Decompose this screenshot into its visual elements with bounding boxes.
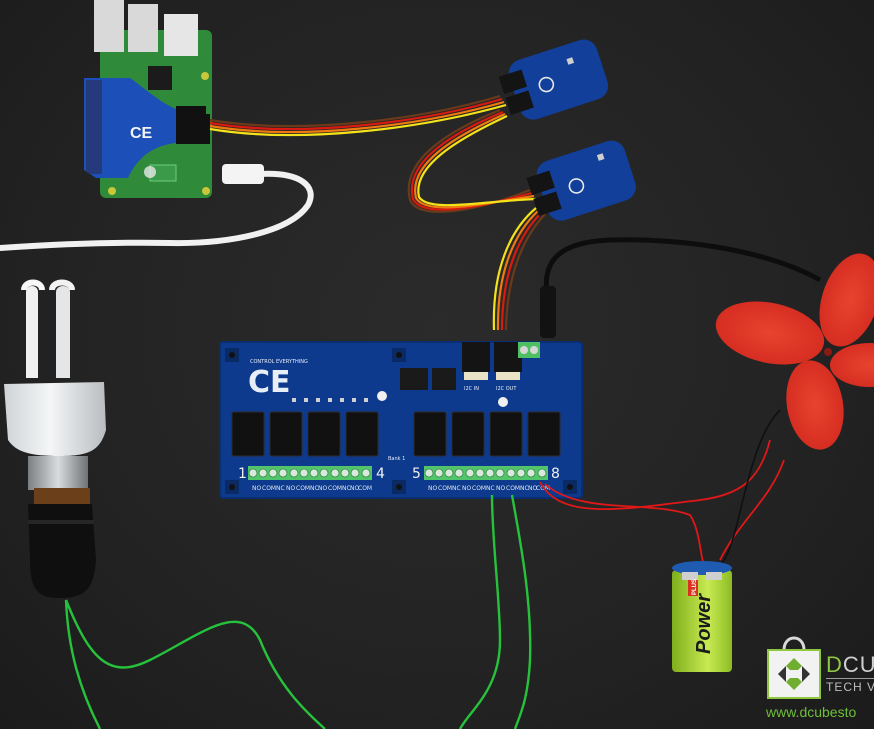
svg-text:NO: NO: [428, 485, 437, 492]
svg-text:COM: COM: [536, 485, 550, 492]
svg-text:NO: NO: [528, 485, 537, 492]
sensor-module-1: [498, 39, 609, 120]
raspberry-pi: CE: [84, 0, 212, 198]
svg-text:COM: COM: [438, 485, 452, 492]
bank-start-1: 1: [238, 466, 247, 482]
relay-board: CE CONTROL EVERYTHING I2C IN I2C OUT: [219, 341, 583, 499]
board-ce-logo: CE: [248, 365, 291, 400]
i2c-cable-sensor-to-sensor: [407, 108, 537, 213]
svg-text:NO: NO: [462, 485, 471, 492]
terminal-labels-left: NO COM NC NO COM NC NO COM NC NO COM: [252, 485, 372, 492]
usb-cable: [0, 164, 314, 251]
board-brand-text: CONTROL EVERYTHING: [250, 359, 308, 365]
bank-end-4: 4: [376, 466, 385, 482]
svg-text:NO: NO: [350, 485, 359, 492]
svg-text:NC: NC: [486, 485, 495, 492]
svg-text:NC: NC: [342, 485, 351, 492]
watermark: DCUBE TECH VE www.dcubesto: [764, 632, 874, 729]
svg-text:COM: COM: [358, 485, 372, 492]
svg-text:NO: NO: [496, 485, 505, 492]
shopping-bag-logo-icon: [767, 636, 821, 699]
sensor-module-2: [526, 140, 636, 221]
svg-text:COM: COM: [262, 485, 276, 492]
svg-text:COM: COM: [296, 485, 310, 492]
red-wires: [539, 439, 785, 566]
svg-text:NC: NC: [452, 485, 461, 492]
i2c-cable-pi-to-sensor: [209, 94, 507, 137]
bank-label: Bank 1: [388, 456, 405, 462]
cfl-bulb: [4, 279, 106, 598]
svg-text:NO: NO: [252, 485, 261, 492]
dc-power-cable: [540, 237, 822, 338]
svg-text:NC: NC: [276, 485, 285, 492]
svg-text:NC: NC: [310, 485, 319, 492]
i2c-out-label: I2C OUT: [496, 386, 517, 392]
bank-start-5: 5: [412, 466, 421, 482]
battery-brand: Power: [693, 593, 715, 654]
paper-fan: [715, 253, 874, 450]
black-wire: [719, 409, 781, 566]
svg-text:COM: COM: [506, 485, 520, 492]
watermark-tagline: TECH VE: [826, 678, 874, 694]
svg-text:NO: NO: [286, 485, 295, 492]
svg-text:NO: NO: [318, 485, 327, 492]
watermark-brand: DCUBE: [826, 652, 874, 677]
adapter-ce-logo: CE: [130, 125, 153, 142]
terminal-labels-right: NO COM NC NO COM NC NO COM NC NO COM: [428, 485, 550, 492]
battery-badge: PLUS: [692, 579, 698, 595]
svg-text:COM: COM: [472, 485, 486, 492]
bank-end-8: 8: [551, 466, 560, 482]
watermark-url: www.dcubesto: [766, 704, 857, 720]
svg-text:COM: COM: [328, 485, 342, 492]
green-wires: [64, 494, 532, 729]
9v-battery: Power PLUS: [672, 561, 732, 672]
i2c-cable-sensor-to-board: [492, 207, 546, 331]
svg-text:NC: NC: [520, 485, 529, 492]
i2c-in-label: I2C IN: [464, 386, 479, 392]
